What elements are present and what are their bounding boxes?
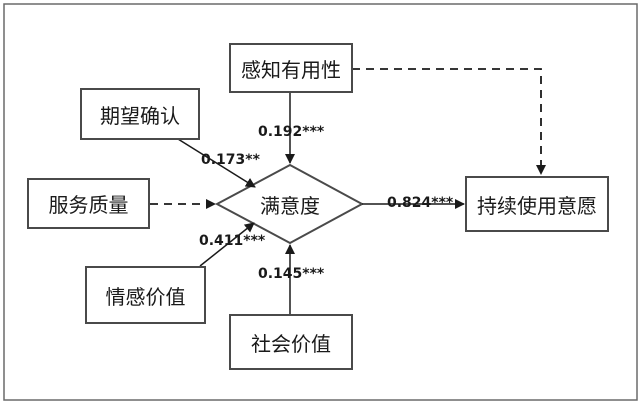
coef-perceived-usefulness: 0.192***: [258, 124, 325, 140]
outer-frame: [3, 3, 638, 401]
node-emotional-value: 情感价值: [85, 266, 206, 324]
node-perceived-usefulness-label: 感知有用性: [241, 57, 341, 82]
coef-expectation-confirmation: 0.173**: [201, 152, 260, 168]
coef-emotional-value: 0.411***: [199, 233, 266, 249]
node-continuance-intention-label: 持续使用意愿: [477, 193, 597, 218]
node-expectation-confirmation: 期望确认: [80, 88, 200, 140]
node-continuance-intention: 持续使用意愿: [465, 176, 609, 232]
arrow-perceived-usefulness-to-continuance: [352, 68, 546, 175]
node-service-quality-label: 服务质量: [48, 193, 129, 217]
coef-satisfaction-to-continuance: 0.824***: [387, 195, 454, 211]
node-service-quality: 服务质量: [27, 178, 150, 229]
node-perceived-usefulness: 感知有用性: [229, 43, 353, 93]
arrow-emotional-value-to-satisfaction: [199, 222, 255, 267]
node-satisfaction-label: 满意度: [260, 193, 320, 218]
arrow-expectation-confirmation-to-satisfaction: [177, 138, 256, 188]
node-emotional-value-label: 情感价值: [105, 284, 186, 309]
coef-social-value: 0.145***: [258, 266, 325, 282]
node-social-value: 社会价值: [229, 314, 353, 370]
node-expectation-confirmation-label: 期望确认: [100, 103, 180, 128]
node-satisfaction: 满意度: [240, 189, 340, 219]
node-social-value-label: 社会价值: [251, 331, 331, 356]
